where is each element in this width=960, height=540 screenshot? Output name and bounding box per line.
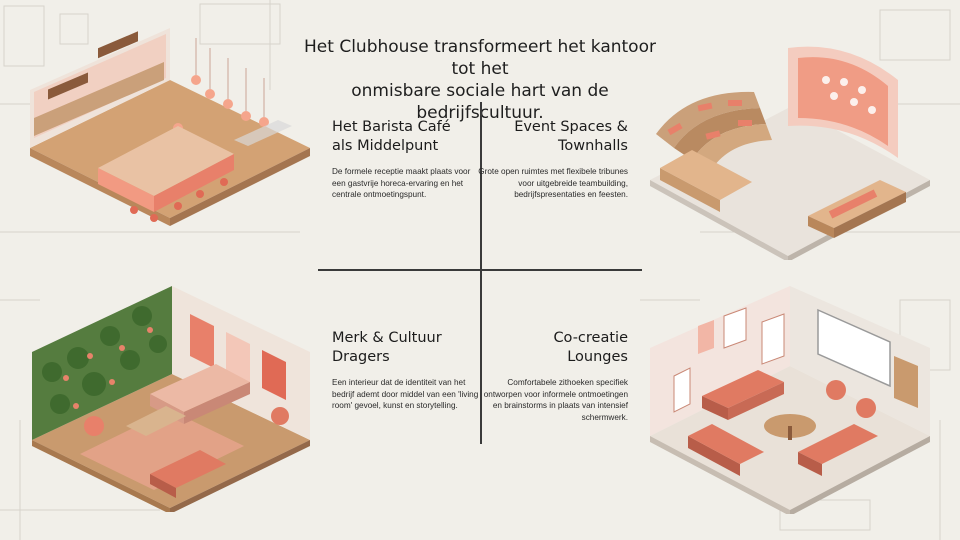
headline-line-2: onmisbare sociale hart van de bedrijfscu… (351, 81, 609, 123)
title-line-2: Dragers (332, 349, 390, 365)
headline-line-1: Het Clubhouse transformeert het kantoor … (304, 37, 656, 79)
title-line-2: als Middelpunt (332, 138, 439, 154)
quadrant-title: Event Spaces & Townhalls (478, 118, 628, 156)
event-space-illustration (650, 46, 930, 260)
page-headline: Het Clubhouse transformeert het kantoor … (290, 36, 670, 124)
quadrant-barista-cafe: Het Barista Café als Middelpunt De forme… (332, 118, 482, 201)
quadrant-merk-cultuur: Merk & Cultuur Dragers Een interieur dat… (332, 329, 482, 412)
quadrant-event-spaces: Event Spaces & Townhalls Grote open ruim… (478, 118, 628, 201)
title-line-2: Lounges (567, 349, 628, 365)
barista-cafe-illustration (30, 28, 310, 226)
quadrant-description: Comfortabele zithoeken specifiek ontworp… (483, 378, 628, 422)
title-line-1: Co-creatie (553, 330, 628, 346)
quadrant-co-creatie: Co-creatie Lounges Comfortabele zithoeke… (478, 329, 628, 423)
title-line-1: Merk & Cultuur (332, 330, 442, 346)
horizontal-divider (318, 269, 642, 271)
lounge-illustration (650, 286, 930, 514)
quadrant-description: Een interieur dat de identiteit van het … (332, 378, 479, 410)
vertical-divider (480, 102, 482, 444)
title-line-2: Townhalls (557, 138, 628, 154)
living-room-illustration (32, 286, 310, 512)
title-line-1: Het Barista Café (332, 119, 451, 135)
quadrant-description: Grote open ruimtes met flexibele tribune… (478, 167, 628, 199)
title-line-1: Event Spaces & (514, 119, 628, 135)
quadrant-title: Het Barista Café als Middelpunt (332, 118, 482, 156)
quadrant-title: Co-creatie Lounges (478, 329, 628, 367)
quadrant-description: De formele receptie maakt plaats voor ee… (332, 167, 471, 199)
quadrant-title: Merk & Cultuur Dragers (332, 329, 482, 367)
